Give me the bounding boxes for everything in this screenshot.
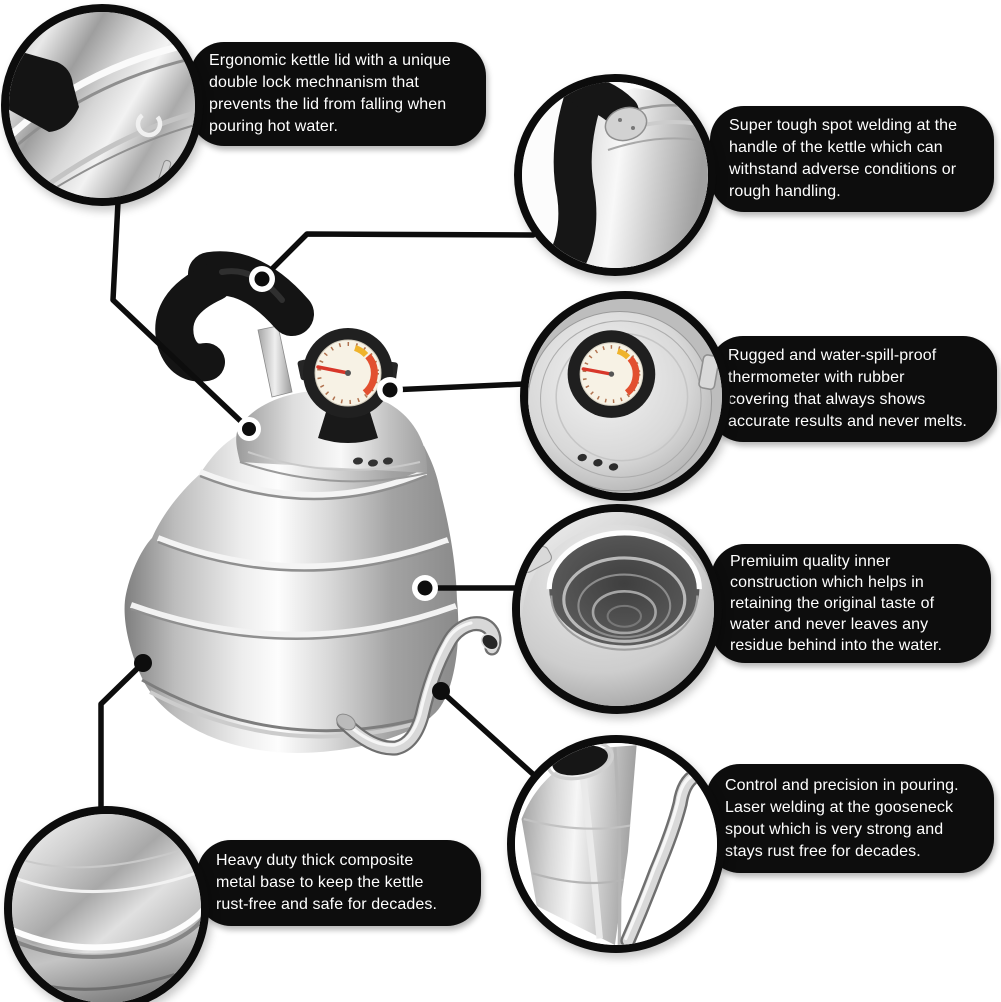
callout-lid: Ergonomic kettle lid with a unique doubl… — [190, 42, 486, 146]
kettle-gooseneck-spout — [336, 616, 502, 756]
spot-weld-plate — [604, 106, 648, 142]
callout-inner-text: Premiuim quality inner construction whic… — [730, 553, 943, 654]
base-detail-circle — [4, 806, 209, 1002]
inner-construction-closeup-photo — [520, 512, 714, 706]
inner-construction-detail-circle — [512, 504, 722, 714]
callout-inner: Premiuim quality inner construction whic… — [711, 544, 991, 663]
lid-lever-tab — [698, 354, 720, 391]
spout-closeup-photo — [515, 743, 717, 945]
lid-thermometer-gauge — [297, 328, 398, 443]
gauge-face — [567, 330, 656, 418]
lid-knob-corner — [9, 48, 79, 132]
connector-lid — [110, 199, 252, 432]
connector-handle — [259, 231, 536, 282]
callout-thermometer: Rugged and water-spill-proof thermometer… — [709, 336, 997, 442]
connector-lines — [98, 199, 548, 813]
connector-base — [98, 660, 146, 813]
callout-spout: Control and precision in pouring. Laser … — [706, 764, 994, 873]
callout-handle-text: Super tough spot welding at the handle o… — [729, 117, 958, 200]
callout-spout-text: Control and precision in pouring. Laser … — [725, 776, 959, 860]
thermometer-detail-circle — [520, 291, 730, 501]
callout-thermometer-text: Rugged and water-spill-proof thermometer… — [728, 347, 967, 430]
lid-lock-notch — [135, 110, 163, 138]
kettle-body — [124, 434, 459, 753]
thermometer-closeup-photo — [528, 299, 722, 493]
lid-detail-circle — [1, 4, 203, 206]
handle-detail-circle — [514, 74, 716, 276]
callout-base-text: Heavy duty thick composite metal base to… — [216, 852, 437, 913]
callout-base: Heavy duty thick composite metal base to… — [197, 840, 481, 926]
handle-weld-closeup-photo — [522, 82, 708, 268]
lid-closeup-photo — [9, 12, 195, 198]
callout-lid-text: Ergonomic kettle lid with a unique doubl… — [209, 52, 451, 135]
handle-strap — [257, 325, 293, 398]
connector-thermometer — [387, 381, 527, 393]
connector-spout — [438, 688, 548, 788]
base-closeup-photo — [12, 814, 201, 1002]
spout-detail-circle — [507, 735, 725, 953]
anchor-dots — [134, 266, 450, 700]
callout-handle: Super tough spot welding at the handle o… — [710, 106, 994, 212]
